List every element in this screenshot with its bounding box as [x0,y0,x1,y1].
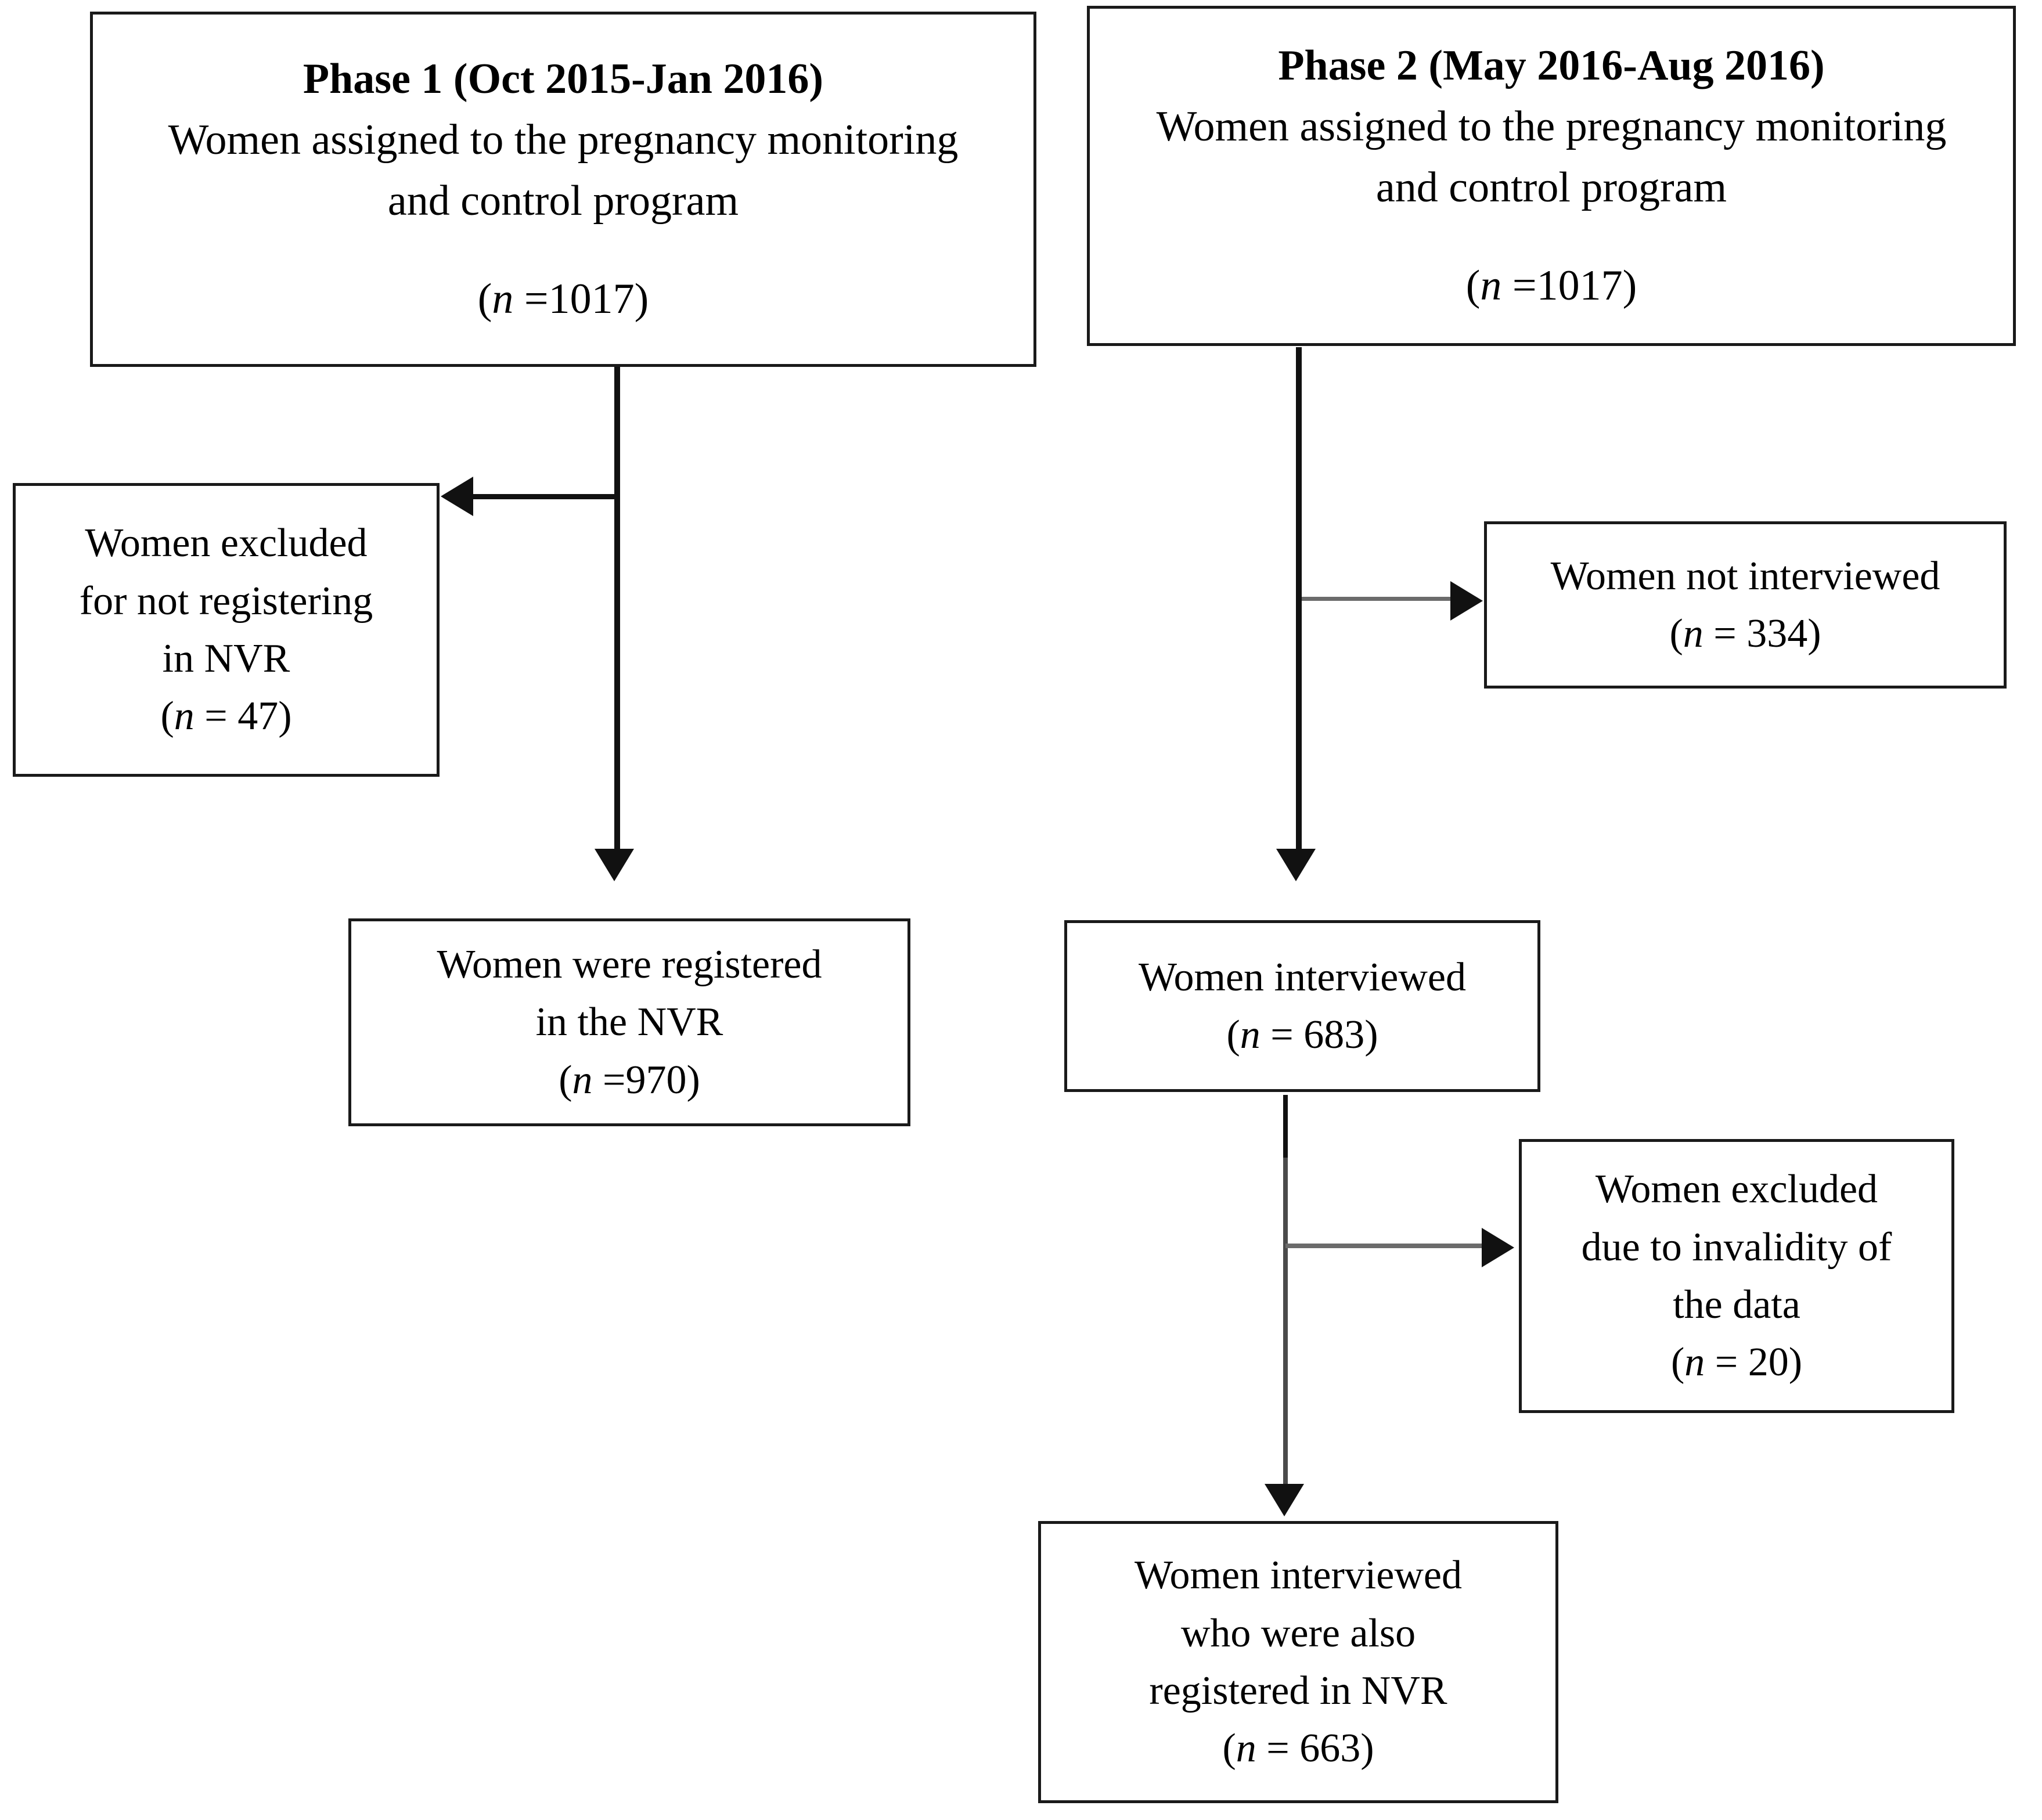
node-phase1-line2: and control program [387,177,739,225]
paren-open: ( [477,275,492,323]
count-value: = 683) [1260,1012,1378,1057]
paren-open: ( [1222,1726,1236,1771]
count-value: =1017) [513,275,649,323]
node-women-interviewed: Women interviewed (n = 683) [1064,920,1540,1092]
node-excluded-nvr-line1: Women excluded [85,521,368,566]
node-excluded-invalid-count: (n = 20) [1671,1334,1802,1391]
edge-phase2-to-interviewed-line [1296,347,1302,853]
edge-phase1-to-excluded-nvr-line [473,494,618,499]
paren-open: ( [1670,1340,1685,1385]
edge-phase1-to-excluded-nvr-arrowhead-icon [441,477,473,516]
node-registered-nvr-line1: Women were registered [437,942,822,987]
node-excluded-nvr-line3: in NVR [162,636,290,681]
node-interviewed-line1: Women interviewed [1139,954,1466,1000]
node-interviewed-nvr-count: (n = 663) [1222,1720,1374,1777]
node-phase2-line1: Women assigned to the pregnancy monitori… [1156,102,1947,150]
node-interviewed-nvr-line3: registered in NVR [1149,1668,1447,1713]
node-excluded-invalid-line2: due to invalidity of [1581,1224,1892,1270]
count-value: = 20) [1705,1340,1803,1385]
edge-phase1-to-registered-nvr-line [614,367,620,853]
node-phase1: Phase 1 (Oct 2015-Jan 2016) Women assign… [90,12,1036,367]
n-symbol: n [492,275,514,323]
count-value: =970) [592,1057,700,1102]
node-not-interviewed-count: (n = 334) [1669,605,1821,662]
n-symbol: n [1683,611,1704,656]
node-women-registered-in-nvr: Women were registered in the NVR (n =970… [348,918,910,1126]
paren-open: ( [160,694,174,739]
node-phase2-line2: and control program [1375,164,1727,211]
edge-phase1-to-registered-nvr-arrowhead-icon [595,849,634,881]
node-phase2-title: Phase 2 (May 2016-Aug 2016) [1278,41,1825,89]
n-symbol: n [174,694,195,739]
node-interviewed-nvr-line1: Women interviewed [1135,1553,1462,1598]
edge-interviewed-to-interviewed-nvr-arrowhead-icon [1265,1484,1304,1516]
node-excluded-nvr-count: (n = 47) [160,687,291,745]
n-symbol: n [1480,262,1502,310]
edge-interviewed-to-excluded-invalid-arrowhead-icon [1482,1228,1514,1267]
node-women-excluded-invalid-data: Women excluded due to invalidity of the … [1519,1139,1954,1413]
node-phase1-title: Phase 1 (Oct 2015-Jan 2016) [302,55,824,103]
edge-interviewed-to-excluded-invalid-line [1285,1244,1483,1248]
n-symbol: n [1236,1726,1256,1771]
node-registered-nvr-line2: in the NVR [535,1000,723,1045]
edge-phase2-to-not-interviewed-arrowhead-icon [1450,581,1483,621]
node-women-interviewed-also-registered-nvr: Women interviewed who were also register… [1038,1521,1558,1803]
paren-open: ( [1669,611,1683,656]
node-women-excluded-not-registering: Women excluded for not registering in NV… [13,483,440,777]
edge-interviewed-to-interviewed-nvr-line [1283,1095,1288,1487]
count-value: = 663) [1256,1726,1374,1771]
count-value: = 47) [194,694,292,739]
n-symbol: n [1684,1340,1705,1385]
n-symbol: n [572,1057,593,1102]
count-value: = 334) [1703,611,1821,656]
node-phase2: Phase 2 (May 2016-Aug 2016) Women assign… [1087,6,2016,346]
node-registered-nvr-count: (n =970) [559,1051,700,1109]
node-phase2-count: (n =1017) [1466,255,1637,316]
edge-phase2-to-not-interviewed-line [1302,597,1452,601]
paren-open: ( [1465,262,1481,310]
node-excluded-invalid-line1: Women excluded [1595,1167,1878,1212]
node-phase1-count: (n =1017) [478,269,649,330]
node-excluded-invalid-line3: the data [1673,1282,1800,1327]
node-phase1-line1: Women assigned to the pregnancy monitori… [168,116,959,164]
node-not-interviewed-line1: Women not interviewed [1550,553,1940,599]
edge-interviewed-to-interviewed-nvr-line-top [1283,1095,1288,1158]
paren-open: ( [1226,1012,1240,1057]
node-interviewed-nvr-line2: who were also [1180,1610,1416,1656]
node-excluded-nvr-line2: for not registering [79,578,373,624]
node-interviewed-count: (n = 683) [1226,1006,1378,1064]
count-value: =1017) [1501,262,1637,310]
n-symbol: n [1240,1012,1261,1057]
node-women-not-interviewed: Women not interviewed (n = 334) [1484,521,2007,689]
edge-phase2-to-interviewed-arrowhead-icon [1276,849,1316,881]
paren-open: ( [559,1057,572,1102]
